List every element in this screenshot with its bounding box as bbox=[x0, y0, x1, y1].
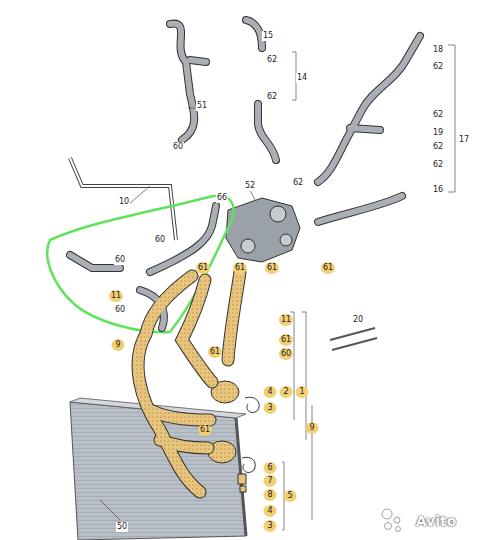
hose bbox=[318, 36, 420, 182]
hose bbox=[70, 255, 120, 268]
leader-lines bbox=[100, 45, 455, 530]
hose-outline bbox=[160, 440, 208, 448]
callout-number: 60 bbox=[114, 255, 126, 265]
callout-number: 61 bbox=[279, 334, 293, 346]
callout-number: 3 bbox=[264, 402, 277, 414]
thermostat-housing bbox=[226, 198, 300, 262]
callout-number: 6 bbox=[264, 462, 277, 474]
callout-number: 52 bbox=[244, 181, 256, 191]
callout-number: 62 bbox=[292, 178, 304, 188]
callout-number: 62 bbox=[266, 55, 278, 65]
hose bbox=[318, 196, 402, 222]
thermostat bbox=[208, 381, 259, 492]
highlight-outline bbox=[47, 196, 233, 332]
callout-number: 61 bbox=[208, 346, 222, 358]
callout-number: 60 bbox=[114, 305, 126, 315]
callout-number: 1 bbox=[296, 386, 309, 398]
callout-number: 50 bbox=[116, 522, 128, 532]
callout-number: 62 bbox=[432, 142, 444, 152]
callout-number: 17 bbox=[458, 135, 470, 145]
callout-number: 62 bbox=[432, 110, 444, 120]
callout-number: 15 bbox=[262, 31, 274, 41]
hose-outline bbox=[170, 24, 194, 140]
callout-number: 61 bbox=[265, 262, 279, 274]
callout-number: 2 bbox=[280, 386, 293, 398]
callout-number: 60 bbox=[172, 142, 184, 152]
hose-outline bbox=[150, 410, 210, 420]
callout-number: 10 bbox=[118, 197, 130, 207]
callout-number: 51 bbox=[196, 101, 208, 111]
callout-number: 16 bbox=[432, 185, 444, 195]
hose bbox=[150, 410, 210, 420]
callout-number: 20 bbox=[352, 315, 364, 325]
hose-outline bbox=[258, 104, 276, 160]
callout-number: 18 bbox=[432, 45, 444, 55]
hose-outline bbox=[318, 36, 420, 182]
callout-number: 61 bbox=[321, 262, 335, 274]
callout-number: 9 bbox=[112, 339, 125, 351]
hose-outline bbox=[70, 255, 120, 268]
callout-number: 19 bbox=[432, 128, 444, 138]
hose bbox=[350, 128, 380, 130]
hose bbox=[182, 280, 212, 382]
hose bbox=[258, 104, 276, 160]
hose-outline bbox=[246, 20, 262, 48]
callout-number: 14 bbox=[296, 73, 308, 83]
callout-number: 7 bbox=[264, 475, 277, 487]
watermark: Avito bbox=[415, 513, 458, 529]
callout-number: 60 bbox=[279, 348, 293, 360]
callout-number: 62 bbox=[432, 62, 444, 72]
hose bbox=[246, 20, 262, 48]
callout-number: 5 bbox=[284, 490, 297, 502]
callout-number: 3 bbox=[264, 520, 277, 532]
clip bbox=[330, 328, 377, 350]
watermark-logo bbox=[382, 509, 401, 532]
hose-outline bbox=[228, 272, 240, 360]
hose-outline bbox=[190, 60, 206, 62]
callout-number: 11 bbox=[109, 290, 123, 302]
callout-number: 66 bbox=[216, 193, 228, 203]
callout-number: 62 bbox=[432, 160, 444, 170]
callout-number: 11 bbox=[279, 314, 293, 326]
hose bbox=[190, 60, 206, 62]
callout-number: 4 bbox=[264, 386, 277, 398]
hose-outline bbox=[318, 196, 402, 222]
callout-number: 4 bbox=[264, 505, 277, 517]
hose bbox=[228, 272, 240, 360]
hose-outline bbox=[182, 280, 212, 382]
hose bbox=[160, 440, 208, 448]
hose bbox=[170, 24, 194, 140]
callout-number: 60 bbox=[154, 235, 166, 245]
hose-outline bbox=[350, 128, 380, 130]
callout-number: 9 bbox=[306, 422, 319, 434]
callout-number: 62 bbox=[266, 92, 278, 102]
callout-number: 8 bbox=[264, 489, 277, 501]
